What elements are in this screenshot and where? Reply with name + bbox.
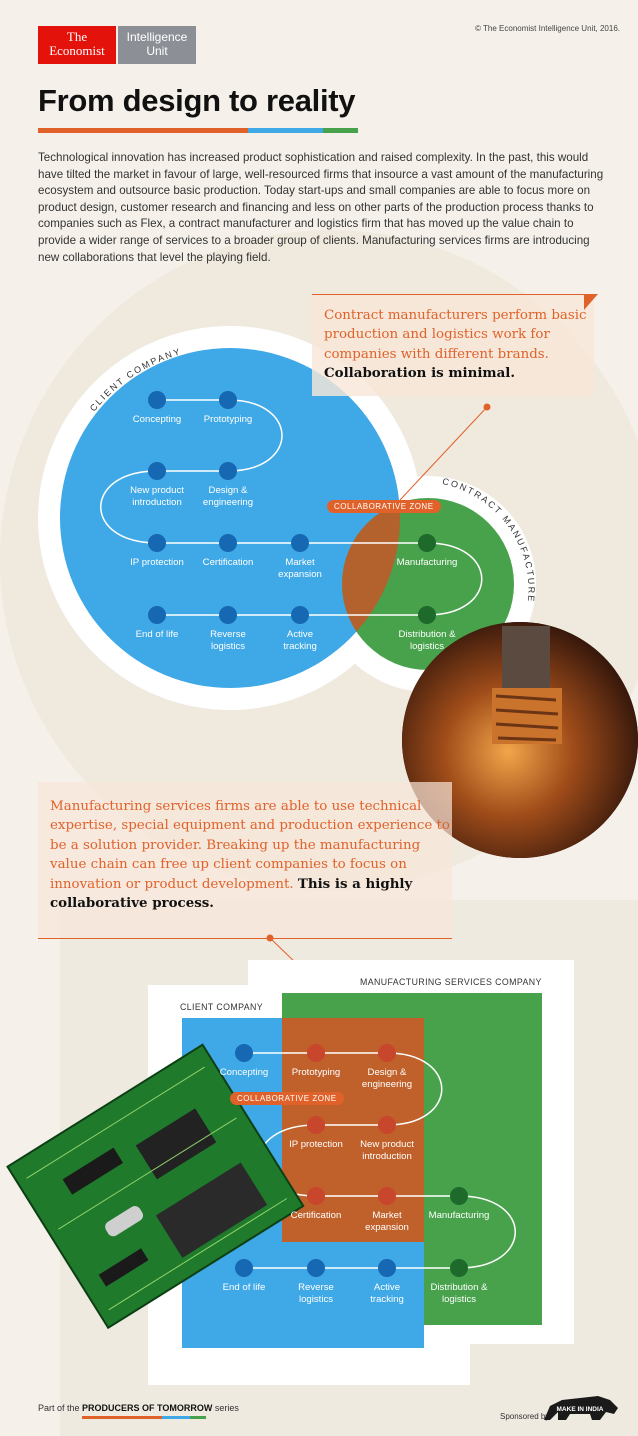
callout-2-body: Manufacturing services firms are able to… — [50, 799, 450, 892]
label2-distribution-logistics: Distribution & logistics — [430, 1282, 488, 1305]
sponsored-by-label: Sponsored by — [500, 1412, 550, 1421]
title-rule — [38, 128, 358, 133]
diagram1-node-dots — [148, 391, 436, 624]
node-end-of-life — [148, 606, 166, 624]
manufacturing-services-company-label: MANUFACTURING SERVICES COMPANY — [360, 977, 542, 987]
footer-series-name[interactable]: PRODUCERS OF TOMORROW — [82, 1403, 213, 1413]
label2-active-tracking: Active tracking — [370, 1282, 404, 1305]
label2-reverse-logistics: Reverse logistics — [298, 1282, 334, 1305]
label-market-expansion: Market expansion — [278, 557, 322, 580]
footer-prefix: Part of the — [38, 1403, 80, 1413]
economist-logo[interactable]: The Economist — [38, 26, 116, 64]
label-prototyping: Prototyping — [203, 414, 253, 425]
make-in-india-lion-logo[interactable]: MAKE IN INDIA — [540, 1390, 622, 1424]
footer-series: Part of the PRODUCERS OF TOMORROW series — [38, 1403, 239, 1413]
label2-new-product-introduction: New product introduction — [360, 1139, 414, 1162]
footer-suffix: series — [214, 1403, 239, 1413]
eiu-logo[interactable]: Intelligence Unit — [118, 26, 196, 64]
label2-prototyping: Prototyping — [291, 1067, 341, 1078]
copyright-text: © The Economist Intelligence Unit, 2016. — [475, 24, 620, 33]
label-certification: Certification — [202, 557, 254, 568]
label-concepting: Concepting — [132, 414, 182, 425]
node-prototyping — [219, 391, 237, 409]
intro-paragraph: Technological innovation has increased p… — [38, 151, 604, 264]
callout-box-1-rule — [312, 294, 594, 295]
node-ip-protection — [148, 534, 166, 552]
label2-market-expansion: Market expansion — [365, 1210, 409, 1233]
callout-box-2 — [38, 782, 452, 938]
callout-box-1 — [312, 294, 594, 396]
collaborative-zone-tag-1: COLLABORATIVE ZONE — [327, 500, 441, 513]
node-design-engineering — [219, 462, 237, 480]
node-market-expansion — [291, 534, 309, 552]
label-reverse-logistics: Reverse logistics — [210, 629, 246, 652]
label-end-of-life: End of life — [135, 629, 179, 640]
node-active-tracking — [291, 606, 309, 624]
label-ip-protection: IP protection — [130, 557, 184, 568]
callout-box-1-corner — [584, 294, 598, 310]
callout-2-text: Manufacturing services firms are able to… — [50, 797, 450, 913]
label-design-engineering: Design & engineering — [202, 485, 254, 508]
footer-rule — [82, 1416, 206, 1419]
node-certification — [219, 534, 237, 552]
node-distribution-logistics — [418, 606, 436, 624]
label-manufacturing: Manufacturing — [396, 557, 458, 568]
diagram1-graphic — [38, 326, 638, 858]
node-concepting — [148, 391, 166, 409]
node-new-product-introduction — [148, 462, 166, 480]
callout-1-body: Contract manufacturers perform basic pro… — [324, 308, 587, 362]
label-distribution-logistics: Distribution & logistics — [398, 629, 456, 652]
label2-concepting: Concepting — [219, 1067, 269, 1078]
label2-design-engineering: Design & engineering — [361, 1067, 413, 1090]
page-title: From design to reality — [38, 83, 356, 118]
callout-1-bold: Collaboration is minimal. — [324, 365, 516, 382]
label2-manufacturing: Manufacturing — [428, 1210, 490, 1221]
callout-1-text: Contract manufacturers perform basic pro… — [324, 306, 590, 384]
label2-certification: Certification — [290, 1210, 342, 1221]
collaborative-zone-tag-2: COLLABORATIVE ZONE — [230, 1092, 344, 1105]
label-new-product-introduction: New product introduction — [130, 485, 184, 508]
node-manufacturing — [418, 534, 436, 552]
make-in-india-logo-text: MAKE IN INDIA — [557, 1406, 604, 1413]
label2-ip-protection: IP protection — [289, 1139, 343, 1150]
client-company-label-2: CLIENT COMPANY — [180, 1002, 263, 1012]
node-reverse-logistics — [219, 606, 237, 624]
label2-end-of-life: End of life — [222, 1282, 266, 1293]
callout-box-2-rule — [38, 938, 452, 939]
callout-2-bold: This is a highly collaborative process. — [50, 875, 413, 912]
label-active-tracking: Active tracking — [283, 629, 317, 652]
